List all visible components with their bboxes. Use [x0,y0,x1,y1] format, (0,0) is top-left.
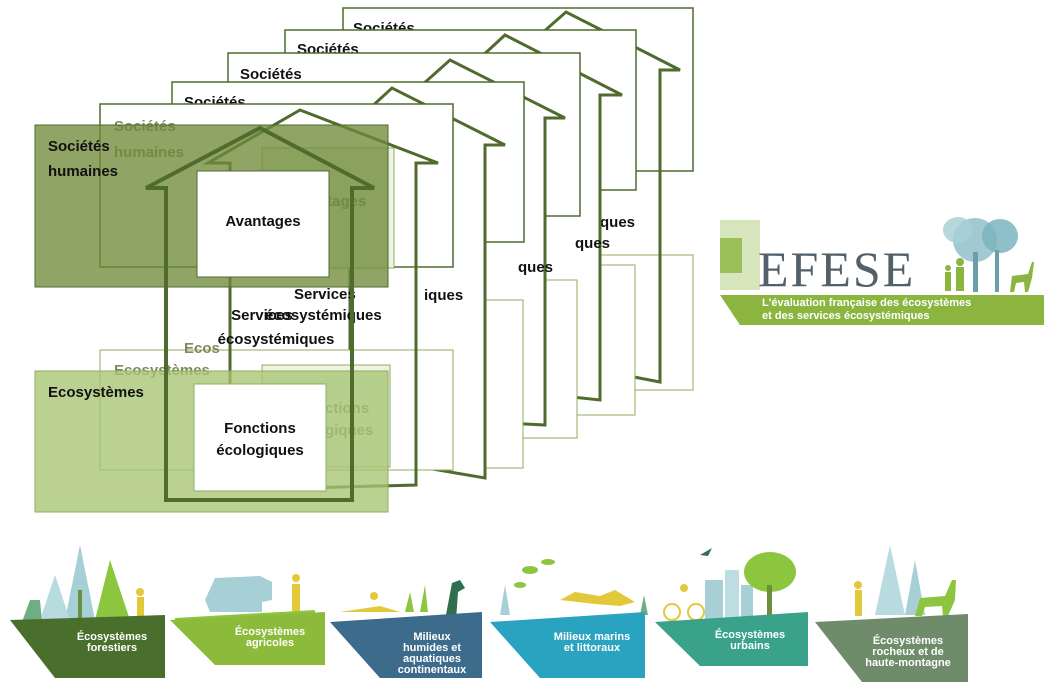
badge-label-0-line-1: forestiers [87,642,137,654]
badge-label-5-line-2: haute-montagne [865,657,951,669]
badge-urbains-shape [655,612,808,666]
badge-milieux-humides [330,580,482,678]
marine-icon [500,559,648,615]
services-label-line1: Services [231,307,293,324]
badge-label-4-line-0: Écosystèmes [715,628,785,641]
logo-people-icon [945,258,964,291]
badge-label-3-line-0: Milieux marins [554,631,630,643]
badge-rocheux-shape [815,614,968,682]
front-layer: Sociétés humaines Avantages Services éco… [34,124,389,513]
badge-forestiers-shape [10,615,165,678]
badge-label-2-line-2: aquatiques [403,653,461,665]
badge-label-2-line-1: humides et [403,642,461,654]
avantages-label: Avantages [225,213,300,230]
badge-forestiers [10,545,165,678]
logo-band [720,295,1044,325]
efese-logo: EFESE L'évaluation française des écosyst… [720,217,1044,325]
badge-label-1-line-1: agricoles [246,637,294,649]
fonctions-label-line2: écologiques [216,442,304,459]
badge-label-5-line-0: Écosystèmes [873,634,943,647]
logo-subtitle-line2: et des services écosystémiques [762,310,930,322]
front-arrow [145,125,375,502]
ecosystem-badges: ÉcosystèmesforestiersÉcosystèmesagricole… [10,545,968,682]
ghost-ecos-fragment: Ecos [184,340,220,357]
badge-milieux-marins [490,559,648,678]
wetland-icon [340,580,465,620]
services-label-line2: écosystémiques [218,331,335,348]
badge-label-2-line-3: continentaux [398,664,467,676]
stack-card-1-ques: ques [600,214,635,231]
societes-label-line2: humaines [48,163,118,180]
logo-name: EFESE [758,241,915,297]
badge-agricoles [170,574,325,665]
fonctions-box [193,383,327,492]
avantages-box [196,170,330,278]
badge-rocheux [815,545,968,682]
badge-milieux-humides-shape [330,612,482,678]
societes-label-line1: Sociétés [48,138,110,155]
stack-card-4-iques: iques [424,287,463,304]
mountain-icon [854,545,956,616]
badge-urbains [655,548,808,666]
badge-label-3-line-1: et littoraux [564,642,621,654]
stack-card-3-ques: ques [518,259,553,276]
badge-label-4-line-1: urbains [730,640,770,652]
stack-card-2-ques: ques [575,235,610,252]
badge-label-0-line-0: Écosystèmes [77,630,147,643]
badge-milieux-marins-shape [490,612,645,678]
badge-labels: ÉcosystèmesforestiersÉcosystèmesagricole… [77,625,951,676]
logo-tree-icon [943,217,1018,292]
logo-subtitle-line1: L'évaluation française des écosystèmes [762,297,971,309]
ecosystemes-label: Ecosystèmes [48,384,144,401]
badge-label-1-line-0: Écosystèmes [235,625,305,638]
badge-label-5-line-1: rocheux et de [872,646,944,658]
stack-card-4-services: Services [294,286,356,303]
urban-icon [663,548,796,621]
badge-label-2-line-0: Milieux [413,631,451,643]
fonctions-label-line1: Fonctions [224,420,296,437]
stack-card-3-title: Sociétés [240,66,302,83]
logo-deer-icon [1010,262,1034,292]
forest-icon [22,545,144,622]
badge-agricoles-shape [170,612,325,665]
